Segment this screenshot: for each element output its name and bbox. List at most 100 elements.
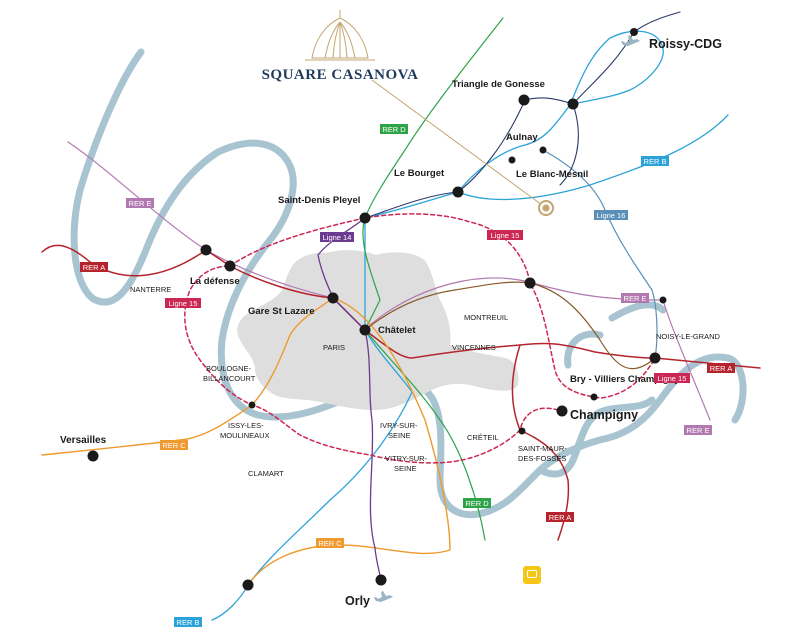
ligne-14-line <box>317 217 382 581</box>
navy-line-2 <box>559 103 579 186</box>
airplane-icon <box>621 35 640 46</box>
line-tags: RER D RER B RER E Ligne 16 Ligne 14 Lign… <box>80 124 735 627</box>
station-dot <box>556 405 568 417</box>
station-label-st-lazare: Gare St Lazare <box>248 306 315 317</box>
station-dot <box>375 574 387 586</box>
rer-b-line <box>211 114 729 621</box>
area-label-moulineaux: MOULINEAUX <box>220 431 270 440</box>
station-dot <box>452 186 464 198</box>
svg-text:RER C: RER C <box>162 441 186 450</box>
area-label-paris: PARIS <box>323 343 345 352</box>
ligne-15-line <box>184 213 656 464</box>
tag-rer-a: RER A <box>80 262 108 272</box>
tag-rer-b: RER B <box>174 617 202 627</box>
station-dot <box>224 260 236 272</box>
station-dot <box>359 324 371 336</box>
area-label-creteil: CRÉTEIL <box>467 433 499 442</box>
station-labels: Roissy-CDG Triangle de Gonesse Aulnay Le… <box>60 37 722 608</box>
area-label-clamart: CLAMART <box>248 469 284 478</box>
svg-text:RER D: RER D <box>465 499 489 508</box>
station-label-bourget: Le Bourget <box>394 168 445 179</box>
rer-a-south <box>511 344 570 541</box>
rer-a-line <box>41 244 761 369</box>
tag-ligne-16: Ligne 16 <box>594 210 628 220</box>
station-dot <box>242 579 254 591</box>
station-dot <box>524 277 536 289</box>
station-dot <box>518 94 530 106</box>
tag-rer-c: RER C <box>160 440 188 450</box>
rer-c-line <box>41 297 334 456</box>
seine-river <box>70 48 747 519</box>
station-dot <box>649 352 661 364</box>
area-label-ivry-seine: SEINE <box>388 431 411 440</box>
station-label-st-denis: Saint-Denis Pleyel <box>278 195 360 206</box>
area-label-montreuil: MONTREUIL <box>464 313 508 322</box>
project-marker <box>538 200 554 216</box>
area-label-billancourt: BILLANCOURT <box>203 374 256 383</box>
svg-text:RER E: RER E <box>624 294 647 303</box>
tag-rer-b: RER B <box>641 156 669 166</box>
transit-lines <box>41 11 761 621</box>
tag-ligne-15: Ligne 15 <box>487 230 523 240</box>
svg-text:RER B: RER B <box>177 618 200 627</box>
station-dot <box>248 401 256 409</box>
brand-logo: SQUARE CASANOVA <box>262 10 419 83</box>
station-label-roissy: Roissy-CDG <box>649 37 722 51</box>
svg-text:RER C: RER C <box>318 539 342 548</box>
station-dots <box>87 28 667 591</box>
svg-text:RER E: RER E <box>687 426 710 435</box>
station-dot <box>359 212 371 224</box>
area-label-boulogne: BOULOGNE- <box>206 364 252 373</box>
area-label-vitry: VITRY-SUR- <box>385 454 428 463</box>
area-label-issy: ISSY-LES- <box>228 421 264 430</box>
tag-rer-e: RER E <box>621 293 649 303</box>
svg-text:RER A: RER A <box>83 263 106 272</box>
svg-text:Ligne 16: Ligne 16 <box>597 211 626 220</box>
ligne-16-line <box>542 149 658 359</box>
tag-rer-d: RER D <box>463 498 491 508</box>
station-label-orly: Orly <box>345 594 370 608</box>
airplane-icon <box>374 591 393 602</box>
station-dot <box>567 98 579 110</box>
station-dot <box>518 427 526 435</box>
station-dot <box>508 156 516 164</box>
area-labels: NANTERRE MONTREUIL PARIS VINCENNES NOISY… <box>130 285 720 478</box>
station-label-chatelet: Châtelet <box>378 325 416 336</box>
tag-rer-a: RER A <box>707 363 735 373</box>
station-dot <box>200 244 212 256</box>
station-dot <box>630 28 638 36</box>
station-label-gonesse: Triangle de Gonesse <box>452 79 545 90</box>
area-label-vitry-seine: SEINE <box>394 464 417 473</box>
svg-text:Ligne 15: Ligne 15 <box>169 299 198 308</box>
svg-text:RER B: RER B <box>644 157 667 166</box>
station-label-champigny: Champigny <box>570 408 638 422</box>
tag-rer-a: RER A <box>546 512 574 522</box>
tag-rer-e: RER E <box>126 198 154 208</box>
station-dot <box>539 146 547 154</box>
tag-ligne-14: Ligne 14 <box>320 232 354 242</box>
area-label-fosses: DES-FOSSÉS <box>518 454 566 463</box>
tag-rer-c: RER C <box>316 538 344 548</box>
station-label-aulnay: Aulnay <box>506 132 538 143</box>
svg-text:RER D: RER D <box>382 125 406 134</box>
tag-rer-e: RER E <box>684 425 712 435</box>
tag-rer-d: RER D <box>380 124 408 134</box>
station-dot <box>87 450 99 462</box>
rer-d-line <box>362 17 504 541</box>
chat-button[interactable] <box>523 566 541 584</box>
area-label-vincennes: VINCENNES <box>452 343 496 352</box>
station-dot <box>327 292 339 304</box>
tag-ligne-15: Ligne 15 <box>165 298 201 308</box>
dome-icon <box>305 10 375 61</box>
brand-title: SQUARE CASANOVA <box>262 67 419 83</box>
area-label-noisy: NOISY-LE-GRAND <box>656 332 720 341</box>
area-label-nanterre: NANTERRE <box>130 285 171 294</box>
station-label-blanc-mesnil: Le Blanc-Mesnil <box>516 169 588 180</box>
pointer-line <box>371 79 547 209</box>
station-label-defense: La défense <box>190 276 240 287</box>
svg-text:RER A: RER A <box>710 364 733 373</box>
svg-text:Ligne 15: Ligne 15 <box>658 374 687 383</box>
paris-area <box>237 250 519 410</box>
rer-b-branch <box>457 30 664 193</box>
